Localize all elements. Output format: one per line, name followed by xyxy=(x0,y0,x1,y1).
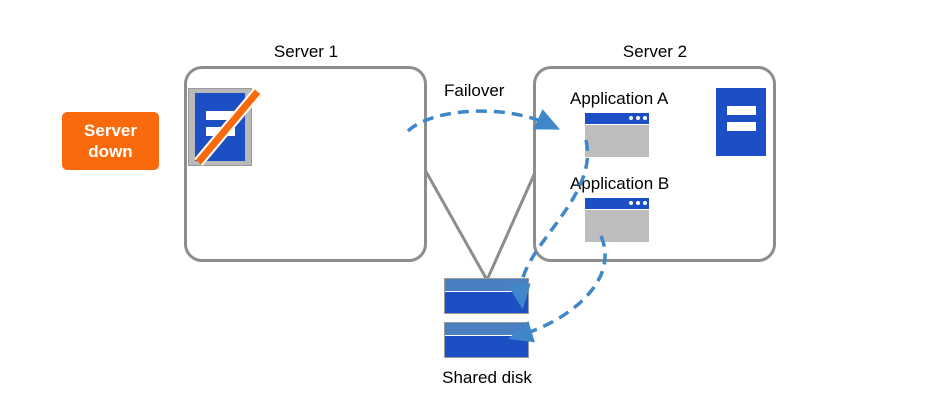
disk-unit-top xyxy=(445,323,528,336)
window-dot-icon xyxy=(636,201,640,205)
window-dot-icon xyxy=(629,201,633,205)
disk-unit-top xyxy=(445,279,528,292)
application-b-label: Application B xyxy=(570,174,670,193)
screen-bar xyxy=(727,105,756,115)
screen-bar xyxy=(727,122,756,131)
window-dot-icon xyxy=(643,116,647,120)
window-titlebar xyxy=(585,113,649,125)
application-a-label: Application A xyxy=(570,89,669,108)
application-a-window-icon xyxy=(585,113,649,157)
server-down-badge: Server down xyxy=(62,112,159,170)
application-b-window-icon xyxy=(585,198,649,242)
failover-arrow xyxy=(406,109,561,133)
window-dot-icon xyxy=(643,201,647,205)
screen-bar xyxy=(206,110,235,120)
window-dot-icon xyxy=(629,116,633,120)
computer-screen xyxy=(716,88,766,156)
failover-label: Failover xyxy=(444,81,505,100)
shared-disk-label: Shared disk xyxy=(442,368,532,387)
window-titlebar xyxy=(585,198,649,210)
server2-title: Server 2 xyxy=(622,42,688,61)
window-dot-icon xyxy=(636,116,640,120)
server1-title: Server 1 xyxy=(273,42,339,61)
server2-computer-icon xyxy=(709,83,773,161)
server-down-line1: Server xyxy=(84,120,137,140)
server-down-line2: down xyxy=(88,142,133,161)
app-a-to-disk-arrow xyxy=(508,139,590,310)
app-b-to-disk-arrow xyxy=(508,235,607,343)
server1-computer-icon xyxy=(188,88,262,166)
